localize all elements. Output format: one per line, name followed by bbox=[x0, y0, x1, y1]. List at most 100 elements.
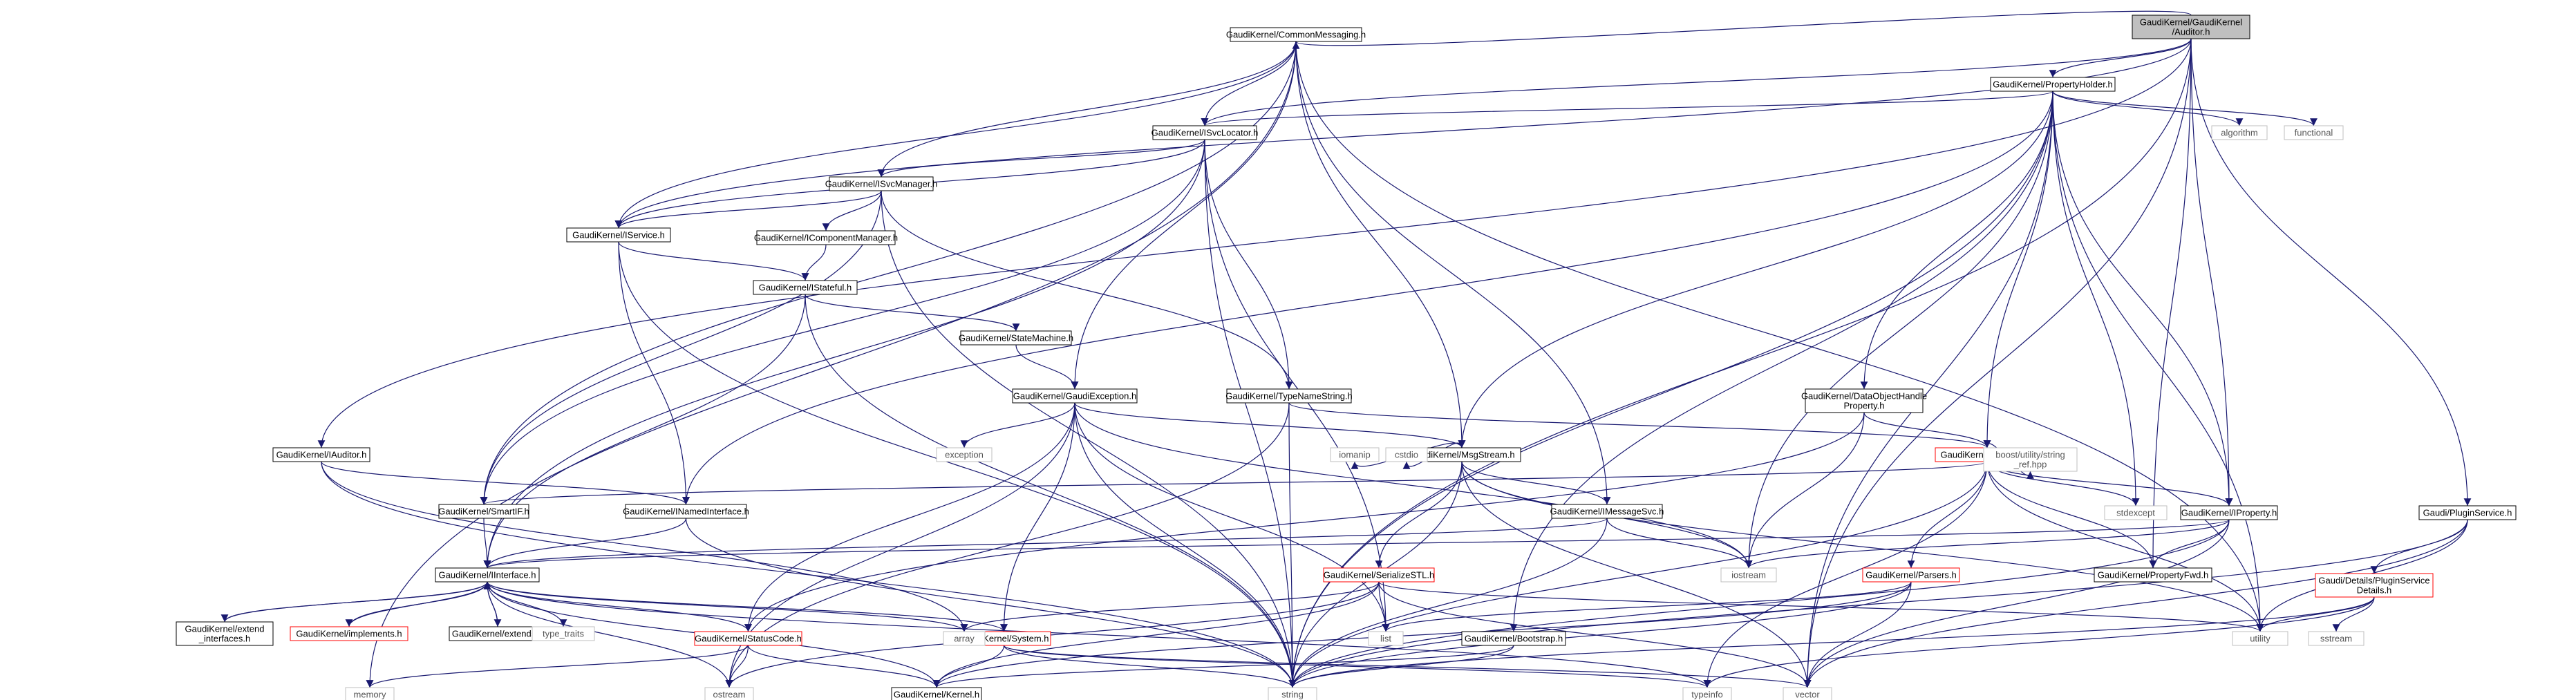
node-box bbox=[2315, 573, 2434, 598]
node-box bbox=[1330, 447, 1380, 462]
node-box bbox=[753, 280, 858, 295]
node-icomponentmanager[interactable]: GaudiKernel/IComponentManager.h bbox=[754, 230, 898, 245]
node-box bbox=[2232, 631, 2288, 646]
edge-implements-to-iinterface bbox=[348, 581, 491, 627]
edge-imessagesvc-to-iostream bbox=[1606, 518, 1753, 569]
node-istateful[interactable]: GaudiKernel/IStateful.h bbox=[753, 280, 858, 295]
node-label: GaudiKernel/MsgStream.h bbox=[1409, 450, 1514, 460]
node-refhpp: boost/utility/string_ref.hpp bbox=[1983, 447, 2078, 472]
node-isvcmanager[interactable]: GaudiKernel/ISvcManager.h bbox=[825, 176, 938, 191]
node-statemachine[interactable]: GaudiKernel/StateMachine.h bbox=[959, 330, 1073, 346]
node-label: exception bbox=[945, 450, 984, 460]
edge-iproperty-to-iinterface bbox=[484, 519, 2230, 569]
node-gaudiexception[interactable]: GaudiKernel/GaudiException.h bbox=[1012, 388, 1138, 404]
edge-auditor-to-pluginservice bbox=[2190, 38, 2472, 507]
edge-msgstream-to-imessagesvc bbox=[1461, 461, 1611, 505]
edge-auditor-to-iservice bbox=[614, 38, 2192, 229]
node-memory: memory bbox=[345, 687, 395, 700]
node-label: algorithm bbox=[2221, 128, 2257, 138]
edge-commonmessaging-to-gaudiexception bbox=[1071, 41, 1297, 390]
node-serializestl[interactable]: GaudiKernel/SerializeSTL.h bbox=[1323, 567, 1435, 583]
node-parsers[interactable]: GaudiKernel/Parsers.h bbox=[1862, 567, 1960, 583]
node-label: iostream bbox=[1731, 570, 1766, 580]
edge-pluginservicedetails-to-typeinfo bbox=[1703, 596, 2375, 688]
node-box bbox=[1862, 567, 1960, 583]
node-pluginservice[interactable]: Gaudi/PluginService.h bbox=[2418, 505, 2517, 520]
node-kernel[interactable]: GaudiKernel/Kernel.h bbox=[891, 687, 982, 700]
edge-serializestl-to-array bbox=[960, 581, 1380, 632]
edge-extends-to-iinterface bbox=[483, 581, 498, 627]
edge-isvclocator-to-iinterface bbox=[483, 139, 1205, 569]
node-extends[interactable]: GaudiKernel/extends.h bbox=[449, 626, 547, 641]
node-box bbox=[1783, 687, 1832, 700]
edge-system-to-typeinfo bbox=[1003, 645, 1711, 688]
edge-iauditor-to-inamedinterface bbox=[321, 461, 690, 505]
edge-auditor-to-string bbox=[1288, 38, 2192, 688]
node-label: array bbox=[954, 634, 975, 644]
node-box bbox=[2180, 505, 2278, 520]
node-auditor[interactable]: GaudiKernel/GaudiKernel/Auditor.h bbox=[2132, 15, 2250, 39]
node-ostream: ostream bbox=[704, 687, 754, 700]
node-statuscode[interactable]: GaudiKernel/StatusCode.h bbox=[694, 631, 802, 646]
node-typenamestring[interactable]: GaudiKernel/TypeNameString.h bbox=[1225, 388, 1353, 404]
node-stdexcept: stdexcept bbox=[2104, 505, 2168, 520]
edge-auditor-to-commonmessaging bbox=[1292, 10, 2192, 50]
node-iservice[interactable]: GaudiKernel/IService.h bbox=[566, 227, 671, 243]
node-extendinterfaces[interactable]: GaudiKernel/extend_interfaces.h bbox=[176, 621, 274, 646]
node-label: functional bbox=[2295, 128, 2333, 138]
edge-iproperty-to-iostream bbox=[1745, 519, 2230, 569]
node-algorithm: algorithm bbox=[2211, 125, 2268, 140]
node-label: /Auditor.h bbox=[2172, 27, 2210, 37]
node-smartif[interactable]: GaudiKernel/SmartIF.h bbox=[438, 504, 529, 519]
edge-iproperty-to-string bbox=[1288, 519, 2230, 688]
node-box bbox=[566, 227, 671, 243]
node-label: Property.h bbox=[1843, 401, 1884, 411]
node-box bbox=[625, 504, 747, 519]
node-label: GaudiKernel/IService.h bbox=[572, 230, 665, 240]
node-label: sstream bbox=[2320, 634, 2352, 644]
node-box bbox=[2418, 505, 2517, 520]
edge-pluginservice-to-vector bbox=[1803, 519, 2468, 688]
edge-isvclocator-to-isvcmanager bbox=[877, 139, 1205, 178]
node-implements[interactable]: GaudiKernel/implements.h bbox=[290, 626, 408, 641]
edge-property-to-parsers bbox=[1907, 461, 1988, 569]
edge-propertyholder-to-iproperty bbox=[2052, 91, 2233, 507]
edge-typenamestring-to-string bbox=[1288, 402, 1297, 688]
edge-serializestl-to-vector bbox=[1378, 581, 1812, 688]
node-iinterface[interactable]: GaudiKernel/IInterface.h bbox=[435, 567, 540, 583]
edge-commonmessaging-to-msgstream bbox=[1295, 41, 1466, 448]
edge-icomponentmanager-to-istateful bbox=[801, 244, 827, 281]
node-box bbox=[1385, 447, 1428, 462]
node-iauditor[interactable]: GaudiKernel/IAuditor.h bbox=[272, 447, 370, 462]
edge-iservice-to-istateful bbox=[618, 241, 809, 281]
edge-imessagesvc-to-iinterface bbox=[484, 518, 1608, 569]
node-propertyholder[interactable]: GaudiKernel/PropertyHolder.h bbox=[1990, 77, 2116, 92]
node-label: iomanip bbox=[1339, 450, 1371, 460]
edge-statemachine-to-gaudiexception bbox=[1015, 344, 1079, 390]
node-box bbox=[290, 626, 408, 641]
header-nodes: GaudiKernel/GaudiKernel/Auditor.hGaudiKe… bbox=[176, 15, 2517, 700]
node-label: GaudiKernel/DataObjectHandle bbox=[1801, 391, 1927, 401]
node-iproperty[interactable]: GaudiKernel/IProperty.h bbox=[2180, 505, 2278, 520]
node-box bbox=[435, 567, 540, 583]
node-propertyfwd[interactable]: GaudiKernel/PropertyFwd.h bbox=[2094, 567, 2212, 583]
edge-propertyholder-to-inamedinterface bbox=[682, 91, 2053, 505]
edge-commonmessaging-to-memory bbox=[366, 41, 1297, 688]
edge-propertyholder-to-iostream bbox=[1745, 91, 2053, 569]
node-imessagesvc[interactable]: GaudiKernel/IMessageSvc.h bbox=[1550, 504, 1664, 519]
node-iostream: iostream bbox=[1720, 567, 1777, 583]
node-box bbox=[2284, 125, 2344, 140]
node-label: Details.h bbox=[2357, 585, 2392, 596]
edge-propertyholder-to-algorithm bbox=[2052, 91, 2244, 126]
edge-gaudiexception-to-msgstream bbox=[1074, 402, 1466, 448]
node-isvclocator[interactable]: GaudiKernel/ISvcLocator.h bbox=[1151, 125, 1259, 140]
node-label: GaudiKernel/CommonMessaging.h bbox=[1226, 30, 1366, 40]
edge-property-to-string bbox=[1288, 461, 1988, 688]
node-inamedinterface[interactable]: GaudiKernel/INamedInterface.h bbox=[623, 504, 749, 519]
node-functional: functional bbox=[2284, 125, 2344, 140]
node-bootstrap[interactable]: GaudiKernel/Bootstrap.h bbox=[1461, 631, 1566, 646]
node-commonmessaging[interactable]: GaudiKernel/CommonMessaging.h bbox=[1226, 27, 1366, 42]
